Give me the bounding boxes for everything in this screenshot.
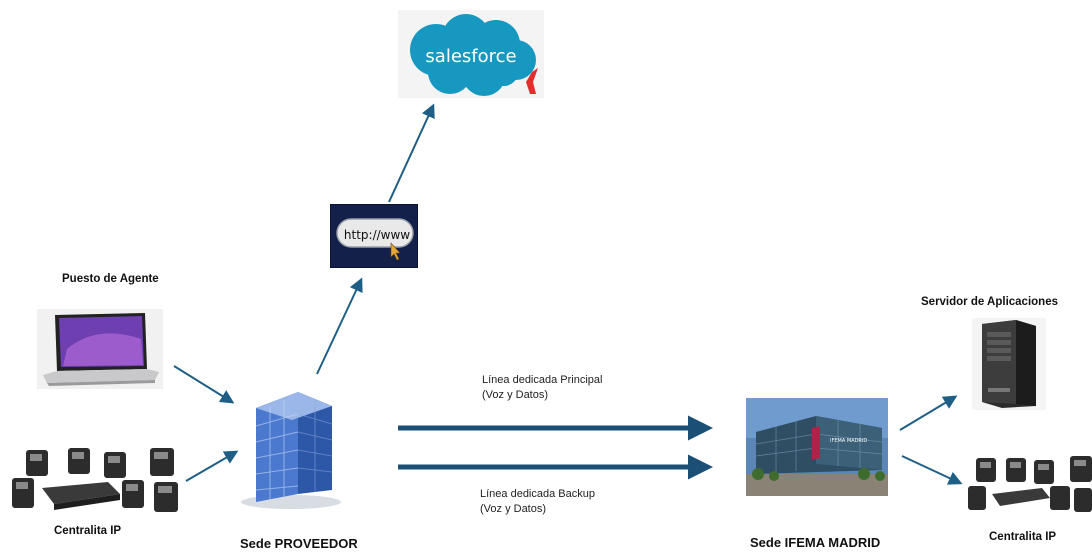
link-backup-title: Línea dedicada Backup	[480, 488, 595, 500]
salesforce-logo-text: salesforce	[425, 46, 516, 67]
link-backup-text: Línea dedicada Backup (Voz y Datos)	[480, 487, 595, 517]
pbx-left-image	[12, 444, 180, 516]
ifema-building-image: IFEMA MADRID	[746, 398, 888, 496]
arrow-ifema-to-server	[899, 395, 958, 431]
pbx-right-image	[966, 456, 1092, 512]
provider-label: Sede PROVEEDOR	[240, 536, 358, 551]
server-image	[972, 318, 1046, 410]
building-icon	[241, 392, 341, 509]
provider-building-image	[236, 386, 346, 510]
pbx-left-label: Centralita IP	[54, 525, 122, 537]
link-primary-text: Línea dedicada Principal (Voz y Datos)	[482, 373, 602, 403]
ifema-sign-text: IFEMA MADRID	[830, 438, 867, 444]
link-primary-title: Línea dedicada Principal	[482, 374, 603, 386]
salesforce-cloud-icon: salesforce	[410, 14, 538, 96]
agent-label: Puesto de Agente	[62, 273, 159, 285]
arrow-http-to-salesforce	[388, 103, 435, 203]
pbx-right-label: Centralita IP	[989, 531, 1057, 543]
link-backup-subtitle: (Voz y Datos)	[480, 503, 547, 515]
server-tower-icon	[982, 320, 1036, 408]
arrow-agent-to-provider	[173, 365, 235, 404]
arrow-pbx-to-provider	[185, 450, 239, 482]
ip-phones-right-icon	[968, 456, 1092, 512]
arrow-provider-to-http	[316, 277, 363, 375]
arrow-ifema-to-pbx	[901, 455, 963, 485]
laptop-image	[37, 309, 163, 389]
http-text: http://www	[344, 228, 410, 242]
app-server-label: Servidor de Aplicaciones	[921, 296, 1058, 308]
laptop-icon	[43, 313, 159, 386]
ip-phones-icon	[12, 448, 178, 512]
ifema-photo: IFEMA MADRID	[746, 398, 888, 496]
salesforce-logo: salesforce	[398, 10, 544, 98]
http-web-icon: http://www	[330, 204, 418, 268]
ifema-label: Sede IFEMA MADRID	[750, 535, 881, 550]
link-primary-subtitle: (Voz y Datos)	[482, 389, 549, 401]
